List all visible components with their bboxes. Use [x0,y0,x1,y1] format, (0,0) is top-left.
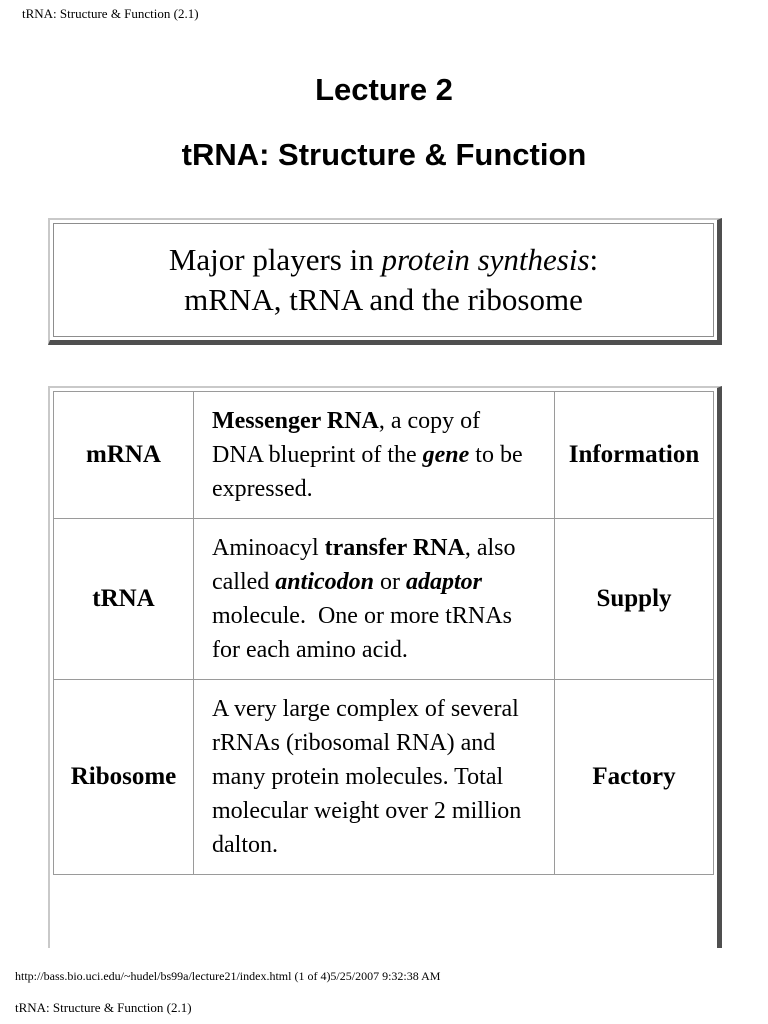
player-description: A very large complex of several rRNAs (r… [193,679,555,875]
callout-box: Major players in protein synthesis: mRNA… [48,218,722,345]
player-role: Factory [554,679,714,875]
footer-url: http://bass.bio.uci.edu/~hudel/bs99a/lec… [15,969,441,983]
players-table: mRNA Messenger RNA, a copy of DNA bluepr… [53,391,714,875]
player-role: Supply [554,518,714,680]
page-title: tRNA: Structure & Function [181,137,587,172]
table-row-trna: tRNA Aminoacyl transfer RNA, also called… [53,518,714,680]
player-name: tRNA [53,518,194,680]
player-description: Messenger RNA, a copy of DNA blueprint o… [193,391,555,519]
callout-line-1: Major players in protein synthesis: [168,242,599,277]
player-name: mRNA [53,391,194,519]
player-name: Ribosome [53,679,194,875]
player-description: Aminoacyl transfer RNA, also called anti… [193,518,555,680]
player-role: Information [554,391,714,519]
players-table-frame: mRNA Messenger RNA, a copy of DNA bluepr… [48,386,722,948]
callout-box-inner: Major players in protein synthesis: mRNA… [53,223,714,337]
table-row-ribosome: Ribosome A very large complex of several… [53,679,714,875]
lecture-heading: Lecture 2 [315,72,453,107]
footer-next-page-header: tRNA: Structure & Function (2.1) [15,1000,192,1015]
table-row-mrna: mRNA Messenger RNA, a copy of DNA bluepr… [53,391,714,519]
callout-line-2: mRNA, tRNA and the ribosome [184,282,583,317]
running-header: tRNA: Structure & Function (2.1) [22,6,199,21]
